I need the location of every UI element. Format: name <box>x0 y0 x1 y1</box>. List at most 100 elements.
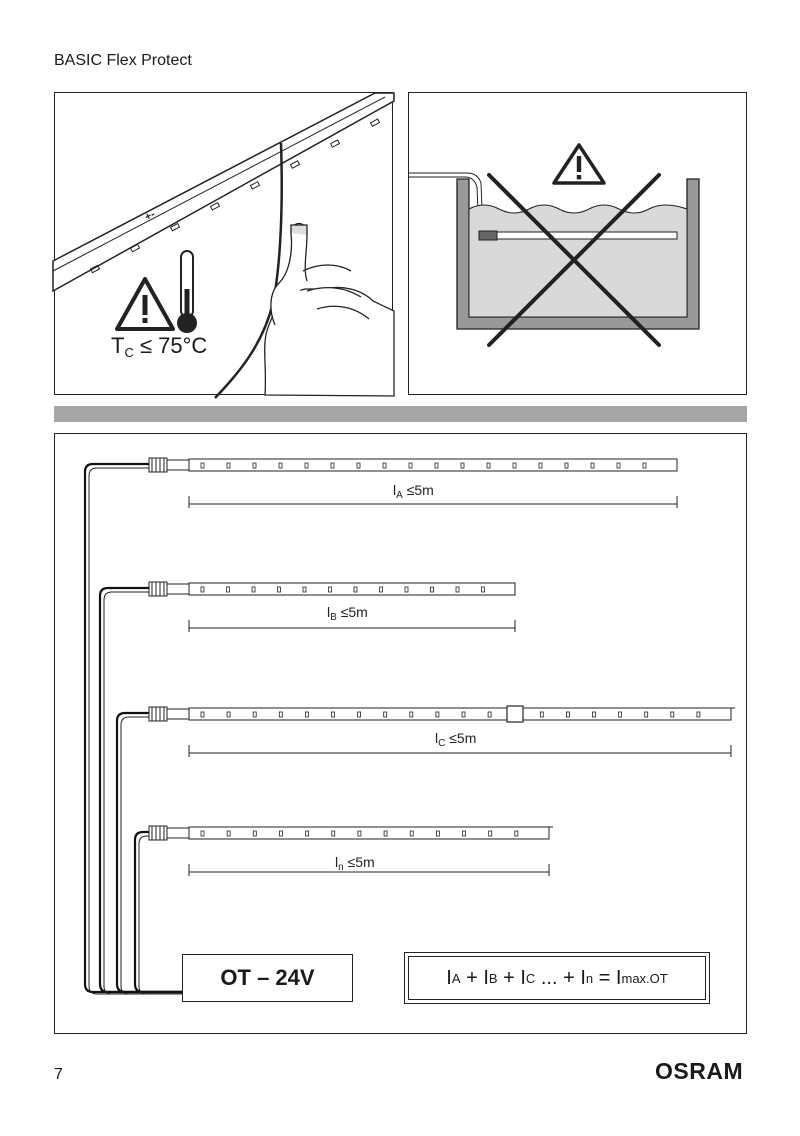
strip-a-length-label: lA ≤5m <box>393 482 434 501</box>
connector-body <box>166 708 190 720</box>
led-dot <box>252 711 257 718</box>
led-dot <box>435 830 440 837</box>
led-dot <box>304 462 309 469</box>
warning-triangle-icon <box>115 277 175 331</box>
led-dot <box>200 462 205 469</box>
wire <box>115 711 182 994</box>
led-dot <box>590 462 595 469</box>
led-dot <box>644 711 649 718</box>
hand-illustration <box>264 222 395 397</box>
led-dot <box>481 586 485 593</box>
led-dot <box>226 711 231 718</box>
led-dot <box>462 830 466 837</box>
water-illustration <box>409 143 700 347</box>
led-dot <box>369 118 381 128</box>
led-dot <box>278 462 283 469</box>
wire <box>133 830 182 994</box>
led-dot <box>226 586 230 593</box>
led-dot <box>409 711 414 718</box>
led-dot <box>249 181 261 190</box>
led-dot <box>331 711 335 718</box>
led-dot <box>488 830 493 837</box>
led-strip <box>188 458 678 472</box>
wire <box>88 467 182 995</box>
led-dot <box>226 830 231 837</box>
led-dot <box>538 462 543 469</box>
driver-box: OT – 24V <box>182 954 353 1002</box>
led-dot <box>129 243 141 253</box>
led-dot <box>279 830 283 837</box>
section-divider <box>54 406 747 422</box>
led-dot <box>409 830 414 837</box>
connector-body <box>166 459 190 471</box>
connector-body <box>166 827 190 839</box>
led-strip-diagonal: +- <box>52 92 395 293</box>
led-dot <box>226 462 231 469</box>
led-dot <box>200 711 205 718</box>
led-dot <box>209 201 221 211</box>
led-dot <box>592 711 596 718</box>
strip-b-length-label: lB ≤5m <box>327 604 368 623</box>
led-strip <box>188 826 550 840</box>
led-dot <box>289 160 301 169</box>
wire <box>138 835 182 995</box>
led-dot <box>357 711 362 718</box>
led-strip <box>188 707 732 721</box>
led-dot <box>252 462 257 469</box>
document-title: BASIC Flex Protect <box>54 52 192 69</box>
led-dot <box>565 711 570 718</box>
led-dot <box>696 711 701 718</box>
page-number: 7 <box>54 1066 63 1083</box>
led-dot <box>200 586 205 593</box>
led-dot <box>642 462 647 469</box>
wiring-diagram <box>83 457 735 995</box>
led-dot <box>435 711 440 718</box>
led-dot <box>434 462 439 469</box>
led-dot <box>670 711 675 718</box>
led-dot <box>169 222 181 232</box>
led-dot <box>379 586 383 593</box>
led-dot <box>278 711 283 718</box>
led-dot <box>539 711 544 718</box>
led-dot <box>330 462 335 469</box>
led-dot <box>356 462 361 469</box>
cable <box>409 172 484 234</box>
connector-body <box>166 583 190 595</box>
wire <box>103 591 182 995</box>
thermometer-icon <box>177 250 197 333</box>
led-dot <box>252 830 257 837</box>
led-dot <box>382 462 387 469</box>
led-dot <box>455 586 460 593</box>
warning-triangle-icon <box>552 143 606 185</box>
led-dot <box>430 586 434 593</box>
wire <box>83 462 182 994</box>
wire <box>98 586 182 994</box>
prohibited-cross-icon <box>487 173 661 347</box>
water <box>468 204 688 318</box>
wire <box>120 716 182 995</box>
led-dot <box>512 462 517 469</box>
strip-n-length-label: ln ≤5m <box>335 854 375 873</box>
led-dot <box>514 830 519 837</box>
submerged-led-strip <box>478 230 678 241</box>
led-dot <box>89 264 101 274</box>
led-dot <box>460 462 465 469</box>
led-dot <box>251 586 256 593</box>
led-dot <box>461 711 466 718</box>
max-temperature-label: TC ≤ 75°C <box>111 333 208 360</box>
led-dot <box>564 462 569 469</box>
led-dot <box>331 830 336 837</box>
led-dot <box>487 711 492 718</box>
osram-logo: OSRAM <box>655 1058 744 1084</box>
led-dot <box>486 462 491 469</box>
led-dot <box>329 139 341 148</box>
led-dot <box>404 586 409 593</box>
led-dot <box>200 830 205 837</box>
led-dot <box>383 711 388 718</box>
heat-warning-panel: +- TC ≤ 75°C <box>52 92 395 399</box>
water-warning-panel <box>408 92 747 395</box>
strip-c-length-label: lC ≤5m <box>435 730 477 749</box>
